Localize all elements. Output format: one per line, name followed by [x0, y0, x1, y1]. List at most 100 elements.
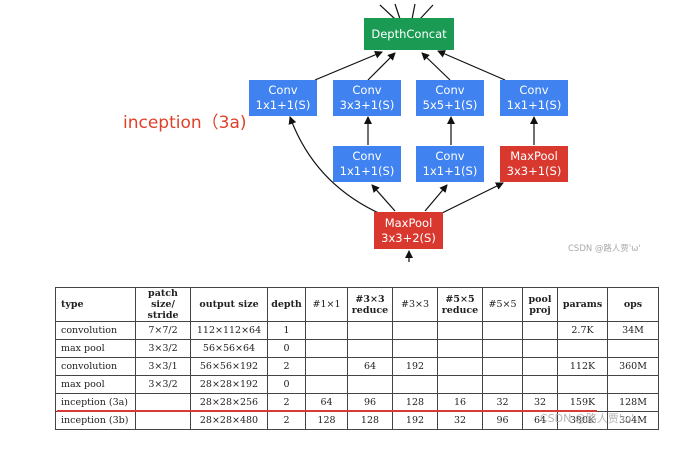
table-cell: [347, 375, 393, 394]
arrow-bottom-pool: [439, 182, 504, 215]
table-cell: [522, 375, 558, 394]
table-cell: [437, 339, 483, 358]
table-cell: [482, 357, 523, 376]
table-cell: [557, 375, 608, 394]
table-cell: [305, 339, 348, 358]
conv-1x1-reduce-5x5-node: Conv 1x1+1(S): [416, 146, 484, 182]
table-cell: [482, 339, 523, 358]
table-cell: 28×28×256: [190, 393, 268, 412]
highlight-underline: [57, 410, 597, 412]
table-cell: inception (3b): [55, 411, 136, 430]
table-cell: [392, 339, 438, 358]
table-cell: 32: [522, 393, 558, 412]
watermark: CSDN @路人贾'ω': [568, 244, 641, 254]
table-cell: [347, 339, 393, 358]
table-cell: [392, 375, 438, 394]
column-header: ops: [607, 287, 659, 322]
table-cell: max pool: [55, 339, 136, 358]
node-title: Conv: [268, 83, 298, 97]
table-cell: 159K: [557, 393, 608, 412]
table-cell: [437, 357, 483, 376]
table-cell: 96: [482, 411, 523, 430]
table-cell: 192: [392, 411, 438, 430]
table-cell: convolution: [55, 321, 136, 340]
table-cell: 128M: [607, 393, 659, 412]
table-cell: [607, 339, 659, 358]
out-line-3: [411, 3, 416, 20]
table-cell: [482, 321, 523, 340]
table-cell: 56×56×192: [190, 357, 268, 376]
column-header: #3×3 reduce: [347, 287, 393, 322]
inception-caption: inception（3a): [123, 113, 247, 133]
table-cell: 0: [267, 339, 306, 358]
table-cell: 3×3/1: [135, 357, 191, 376]
table-cell: [392, 321, 438, 340]
table-cell: [607, 375, 659, 394]
table-cell: [522, 339, 558, 358]
column-header: #3×3: [392, 287, 438, 322]
out-line-4: [419, 4, 434, 20]
table-cell: inception (3a): [55, 393, 136, 412]
table-cell: 128: [392, 393, 438, 412]
node-title: MaxPool: [384, 215, 433, 230]
table-cell: [557, 339, 608, 358]
table-cell: 0: [267, 375, 306, 394]
table-cell: 34M: [607, 321, 659, 340]
maxpool-3x3-node: MaxPool 3x3+1(S): [500, 146, 568, 182]
node-title: Conv: [352, 83, 382, 97]
table-cell: convolution: [55, 357, 136, 376]
maxpool-input-node: MaxPool 3x3+2(S): [374, 212, 443, 249]
table-cell: [305, 321, 348, 340]
table-cell: [135, 411, 191, 430]
arrow-bottom-mid2: [424, 184, 448, 212]
depth-concat-label: DepthConcat: [371, 26, 447, 41]
node-params: 3x3+1(S): [506, 164, 562, 178]
node-params: 1x1+1(S): [255, 98, 311, 112]
conv-1x1-pool-proj-node: Conv 1x1+1(S): [500, 80, 568, 116]
table-cell: 7×7/2: [135, 321, 191, 340]
table-cell: 16: [437, 393, 483, 412]
table-cell: 64: [305, 393, 348, 412]
conv-3x3-top-node: Conv 3x3+1(S): [333, 80, 401, 116]
node-title: Conv: [435, 149, 465, 163]
arrow-conv1-concat: [314, 51, 383, 81]
table-cell: 3×3/2: [135, 339, 191, 358]
conv-5x5-top-node: Conv 5x5+1(S): [416, 80, 484, 116]
node-title: MaxPool: [510, 149, 558, 163]
arrow-bottom-top1: [288, 116, 384, 216]
table-cell: 32: [437, 411, 483, 430]
column-header: #5×5 reduce: [437, 287, 483, 322]
table-cell: 96: [347, 393, 393, 412]
arrow-conv3-concat: [421, 52, 451, 81]
column-header: params: [557, 287, 608, 322]
table-cell: 2: [267, 411, 306, 430]
table-cell: max pool: [55, 375, 136, 394]
column-header: pool proj: [522, 287, 558, 322]
table-cell: 56×56×64: [190, 339, 268, 358]
out-line-1: [379, 4, 396, 20]
column-header: type: [55, 287, 136, 322]
node-params: 5x5+1(S): [422, 98, 478, 112]
table-cell: 192: [392, 357, 438, 376]
node-params: 1x1+1(S): [506, 98, 562, 112]
table-cell: 3×3/2: [135, 375, 191, 394]
table-cell: [482, 375, 523, 394]
table-cell: [305, 375, 348, 394]
table-cell: [522, 321, 558, 340]
table-cell: 128: [347, 411, 393, 430]
arrow-conv4-concat: [437, 50, 506, 81]
depth-concat-node: DepthConcat: [364, 18, 454, 50]
table-cell: 128: [305, 411, 348, 430]
table-cell: 64: [522, 411, 558, 430]
table-cell: 2: [267, 393, 306, 412]
column-header: #5×5: [482, 287, 523, 322]
inception-diagram: DepthConcat Conv 1x1+1(S) Conv 3x3+1(S) …: [123, 3, 641, 262]
node-params: 1x1+1(S): [339, 164, 395, 178]
node-title: Conv: [352, 149, 382, 163]
